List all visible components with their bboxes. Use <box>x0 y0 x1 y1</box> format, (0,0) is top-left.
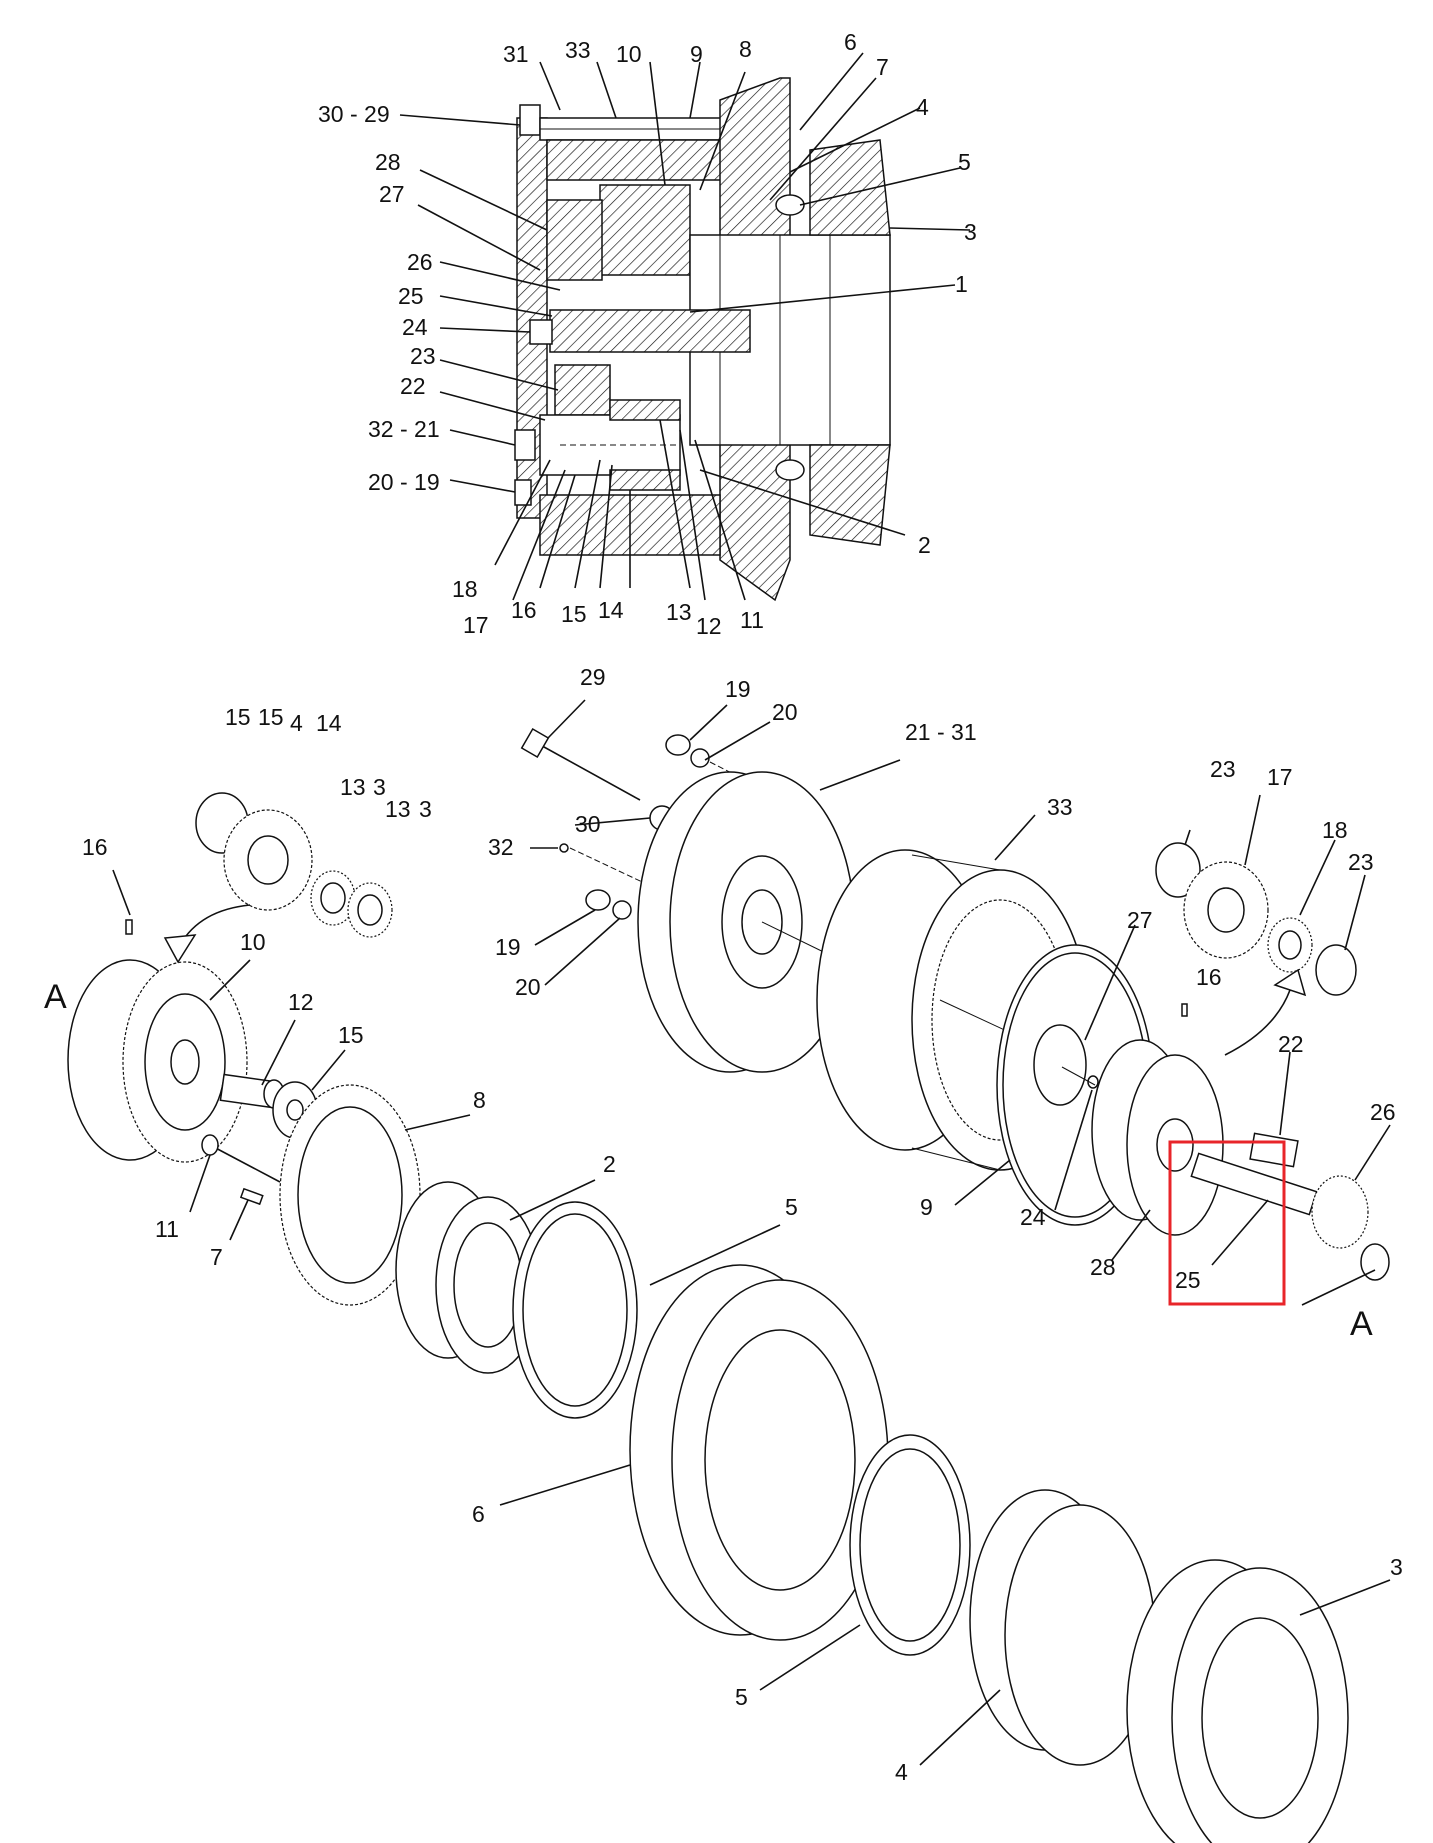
label-ex-19b: 19 <box>495 934 521 960</box>
label-ex-2: 2 <box>603 1151 616 1177</box>
label-20-19: 20 - 19 <box>368 469 440 495</box>
label-ex-23b: 23 <box>1348 849 1374 875</box>
label-4: 4 <box>916 94 929 120</box>
label-ex-10: 10 <box>240 929 266 955</box>
label-31: 31 <box>503 41 529 67</box>
sun-gear-26 <box>1311 1175 1369 1249</box>
washer-23a <box>1155 842 1201 898</box>
label-22: 22 <box>400 373 426 399</box>
section-leader-lines <box>399 52 971 601</box>
label-ex-4b: 4 <box>895 1759 908 1785</box>
label-ex-17: 17 <box>1267 764 1293 790</box>
label-ex-5b: 5 <box>735 1684 748 1710</box>
label-ex-26: 26 <box>1370 1099 1396 1125</box>
label-17: 17 <box>463 612 489 638</box>
label-5: 5 <box>958 149 971 175</box>
label-23: 23 <box>410 343 436 369</box>
label-ex-19a: 19 <box>725 676 751 702</box>
label-ex-3a: 3 <box>373 774 386 800</box>
label-ex-21-31: 21 - 31 <box>905 719 977 745</box>
label-ex-29: 29 <box>580 664 606 690</box>
section-view <box>514 77 891 602</box>
label-11: 11 <box>740 607 764 633</box>
washer-27 <box>1033 1024 1087 1106</box>
label-9: 9 <box>690 41 703 67</box>
view-marker-right: A <box>1350 1305 1373 1343</box>
label-15: 15 <box>561 601 587 627</box>
pin-22 <box>1249 1132 1299 1168</box>
label-2: 2 <box>918 532 931 558</box>
exploded-labels: 15 15 4 14 13 3 13 3 16 10 12 15 8 11 7 … <box>82 664 1403 1785</box>
label-ex-16b: 16 <box>1196 964 1222 990</box>
view-marker-left: A <box>44 978 67 1016</box>
label-ex-9: 9 <box>920 1194 933 1220</box>
label-ex-5a: 5 <box>785 1194 798 1220</box>
exploded-leader-lines <box>112 699 1391 1766</box>
label-26: 26 <box>407 249 433 275</box>
label-ex-7: 7 <box>210 1244 223 1270</box>
label-6: 6 <box>844 29 857 55</box>
label-ex-28: 28 <box>1090 1254 1116 1280</box>
label-ex-25: 25 <box>1175 1267 1201 1293</box>
label-ex-15b: 15 <box>258 704 284 730</box>
label-32-21: 32 - 21 <box>368 416 440 442</box>
label-30-29: 30 - 29 <box>318 101 390 127</box>
label-ex-3b: 3 <box>419 796 432 822</box>
label-24: 24 <box>402 314 428 340</box>
label-ex-30: 30 <box>575 811 601 837</box>
label-ex-20b: 20 <box>515 974 541 1000</box>
label-ex-18: 18 <box>1322 817 1348 843</box>
label-ex-13a: 13 <box>340 774 366 800</box>
label-18: 18 <box>452 576 478 602</box>
label-3: 3 <box>964 219 977 245</box>
label-ex-32: 32 <box>488 834 514 860</box>
label-ex-12: 12 <box>288 989 314 1015</box>
label-ex-11: 11 <box>155 1216 179 1242</box>
label-ex-13b: 13 <box>385 796 411 822</box>
label-ex-4: 4 <box>290 710 303 736</box>
washer-23b <box>1315 944 1357 996</box>
label-ex-20a: 20 <box>772 699 798 725</box>
label-ex-8: 8 <box>473 1087 486 1113</box>
label-10: 10 <box>616 41 642 67</box>
label-ex-6: 6 <box>472 1501 485 1527</box>
label-16: 16 <box>511 597 537 623</box>
label-27: 27 <box>379 181 405 207</box>
washer-26 <box>1360 1243 1390 1281</box>
label-1: 1 <box>955 271 968 297</box>
label-ex-3c: 3 <box>1390 1554 1403 1580</box>
label-ex-33: 33 <box>1047 794 1073 820</box>
highlight-box <box>1168 1140 1286 1306</box>
label-ex-22: 22 <box>1278 1031 1304 1057</box>
label-13: 13 <box>666 599 692 625</box>
label-ex-23a: 23 <box>1210 756 1236 782</box>
label-8: 8 <box>739 36 752 62</box>
bolt-29 <box>534 741 641 801</box>
label-12: 12 <box>696 613 722 639</box>
label-ex-15c: 15 <box>338 1022 364 1048</box>
section-labels: 31 33 10 9 8 6 7 4 5 3 1 2 30 - 29 28 27… <box>318 29 977 639</box>
label-14: 14 <box>598 597 624 623</box>
label-28: 28 <box>375 149 401 175</box>
label-ex-14: 14 <box>316 710 342 736</box>
label-ex-16a: 16 <box>82 834 108 860</box>
exploded-view <box>67 727 1390 1843</box>
label-33: 33 <box>565 37 591 63</box>
label-ex-24: 24 <box>1020 1204 1046 1230</box>
label-25: 25 <box>398 283 424 309</box>
label-ex-15a: 15 <box>225 704 251 730</box>
label-ex-27: 27 <box>1127 907 1153 933</box>
label-7: 7 <box>876 54 889 80</box>
